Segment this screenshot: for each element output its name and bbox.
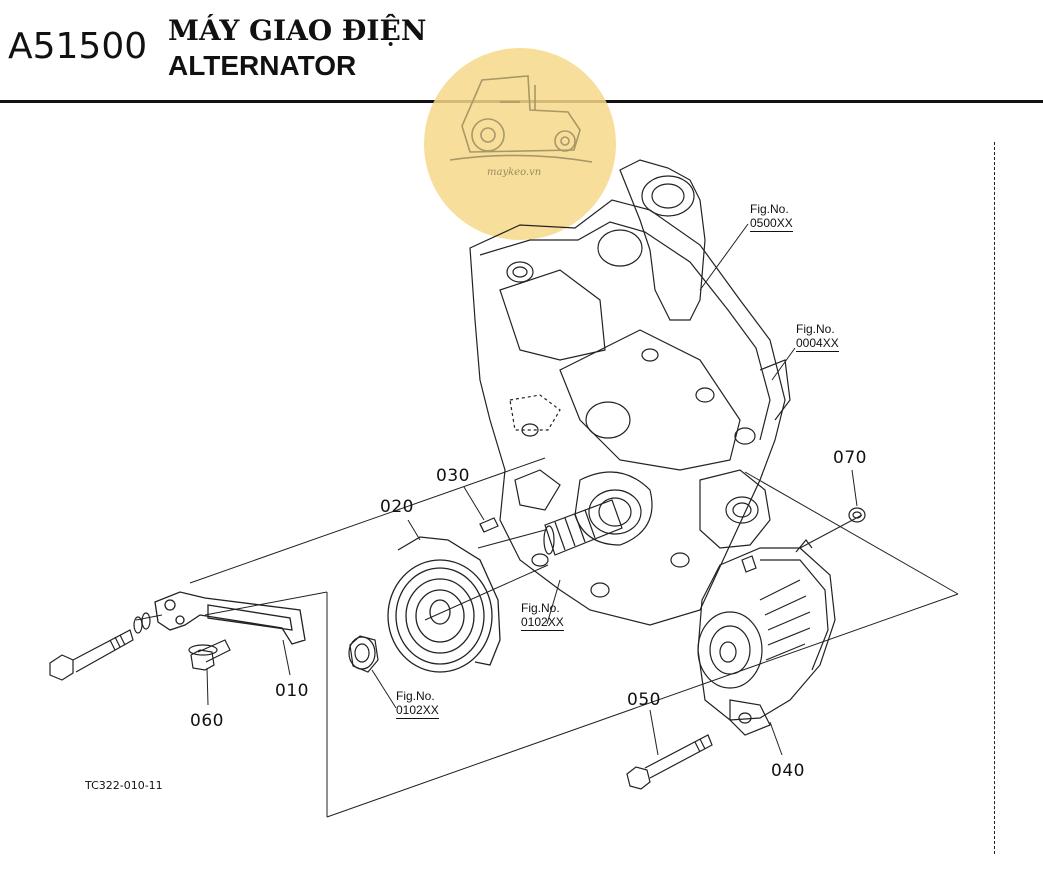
callout-050: 050: [627, 690, 661, 710]
callout-020: 020: [380, 497, 414, 517]
fig-ref-number: 0004XX: [796, 336, 839, 352]
callout-060: 060: [190, 711, 224, 731]
callout-010: 010: [275, 681, 309, 701]
fig-ref-number: 0500XX: [750, 216, 793, 232]
fig-ref-label: Fig.No.: [396, 689, 435, 703]
fig-ref-label: Fig.No.: [796, 322, 835, 336]
part-030-key: [479, 517, 499, 533]
watermark-text: maykeo.vn: [487, 167, 542, 178]
part-070-nut: [848, 507, 866, 523]
fig-ref-0102-nut: Fig.No. 0102XX: [396, 689, 439, 719]
callout-030: 030: [436, 466, 470, 486]
fig-ref-label: Fig.No.: [521, 601, 560, 615]
watermark-logo: [424, 48, 616, 240]
part-020-pulley: [387, 536, 501, 673]
fig-ref-number: 0102XX: [396, 703, 439, 719]
title-vietnamese: MÁY GIAO ĐIỆN: [168, 14, 427, 47]
part-040-alternator: [697, 539, 836, 736]
fig-ref-label: Fig.No.: [750, 202, 789, 216]
callout-070: 070: [833, 448, 867, 468]
part-060-flange-bolt: [188, 639, 231, 671]
part-010-adjusting-bracket: [154, 591, 306, 645]
part-pulley-nut: [348, 635, 379, 673]
fig-ref-0500: Fig.No. 0500XX: [750, 202, 793, 232]
part-bolt-long: [49, 612, 151, 681]
fig-ref-0102-crank: Fig.No. 0102XX: [521, 601, 564, 631]
drawing-code: TC322-010-11: [85, 779, 163, 792]
part-group-code: A51500: [8, 26, 148, 67]
page-margin-dashed-line: [994, 142, 995, 854]
callout-040: 040: [771, 761, 805, 781]
title-english: ALTERNATOR: [168, 50, 357, 81]
part-050-long-bolt: [626, 734, 713, 790]
fig-ref-number: 0102XX: [521, 615, 564, 631]
callout-leaders: [206, 223, 858, 756]
crankshaft-spline: [543, 499, 623, 556]
gear-case-housing: [469, 159, 791, 626]
assembly-guide-lines: [135, 457, 959, 818]
fig-ref-0004: Fig.No. 0004XX: [796, 322, 839, 352]
